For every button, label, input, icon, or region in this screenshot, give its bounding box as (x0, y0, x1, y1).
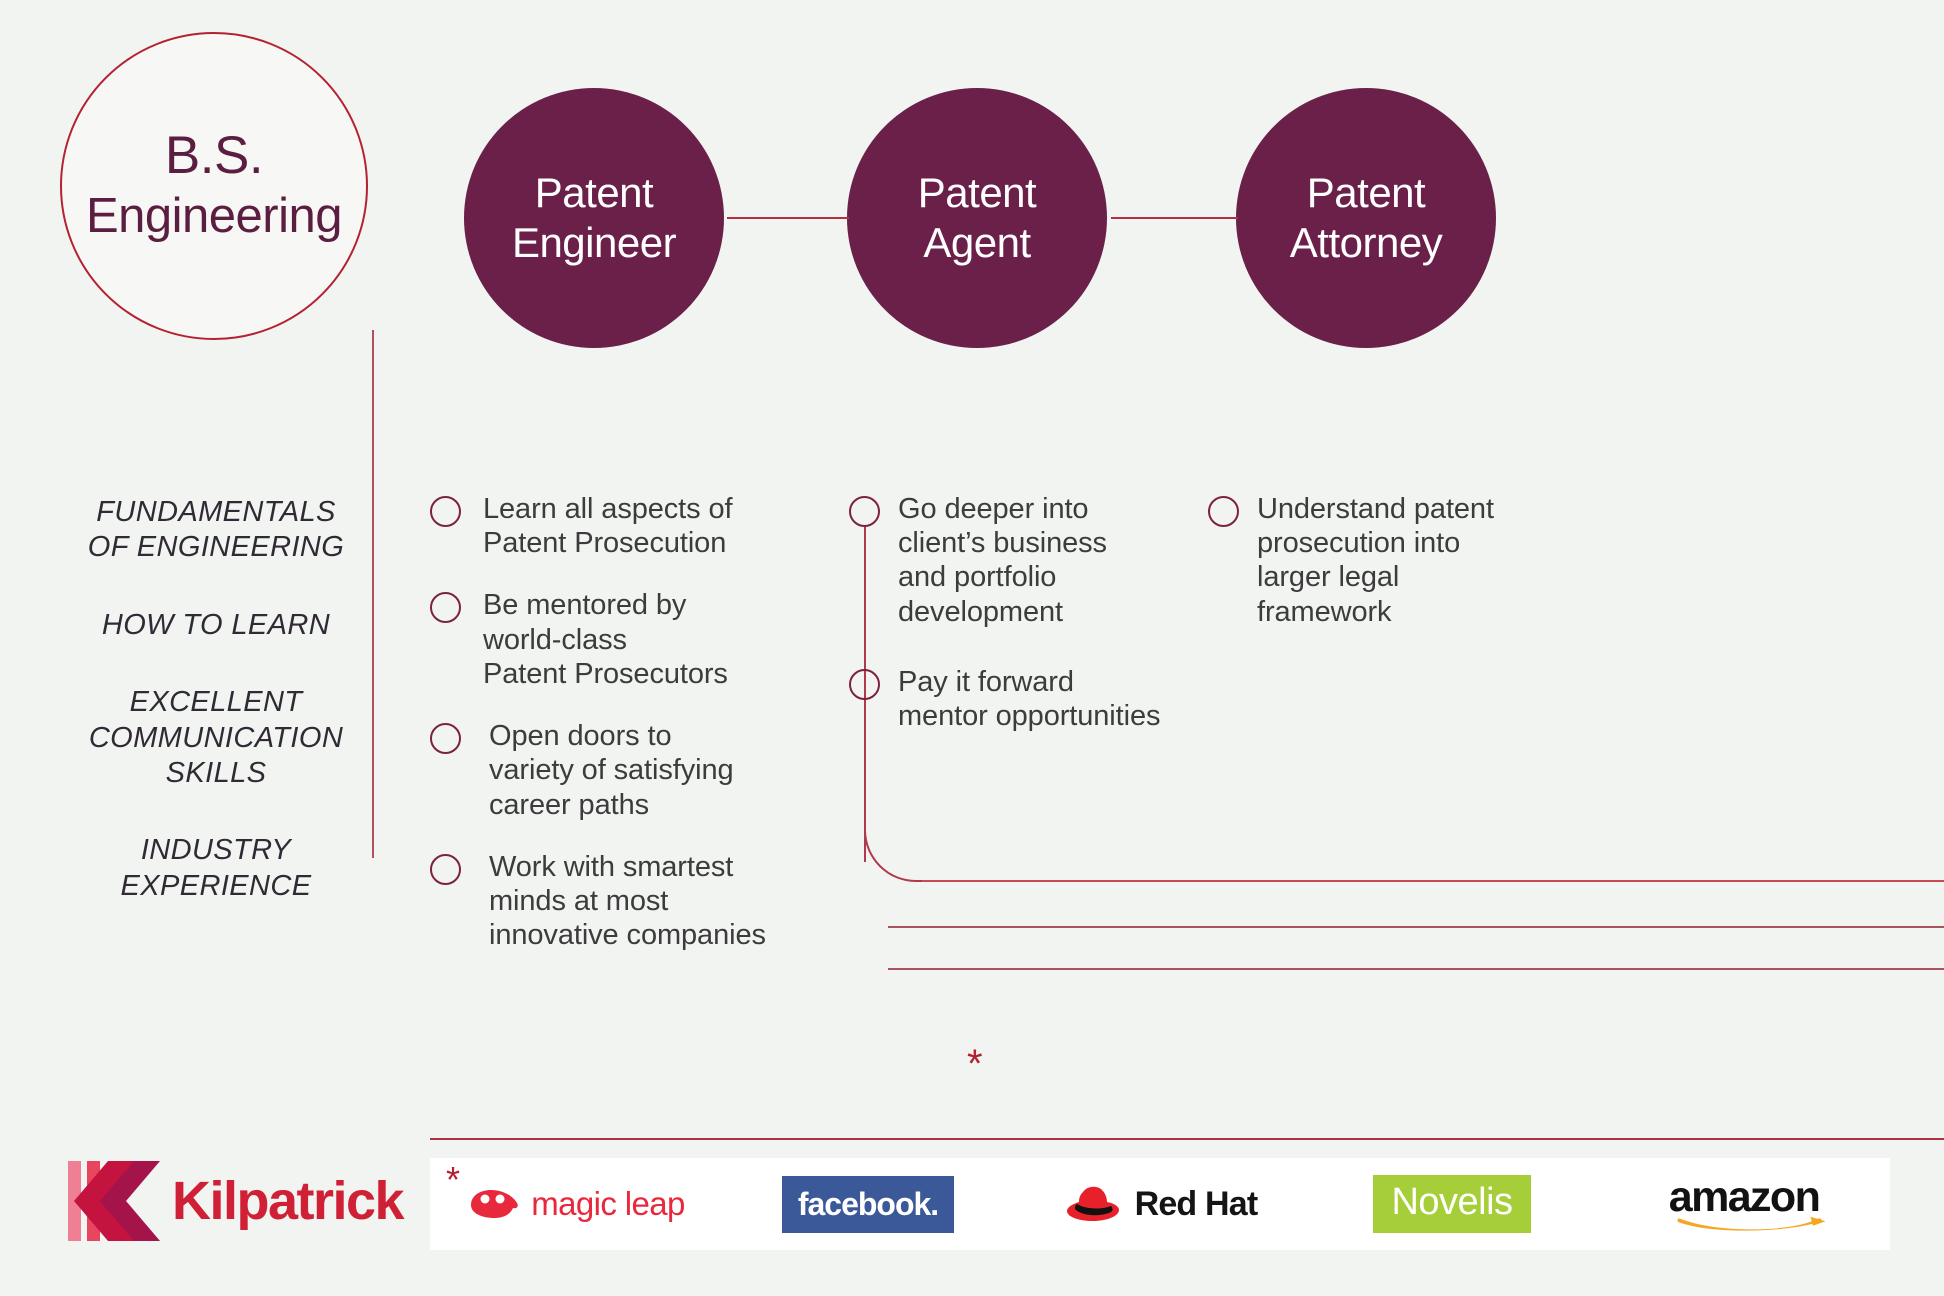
red-hat-wordmark: Red Hat (1134, 1184, 1259, 1223)
kilpatrick-k-mark-icon (68, 1161, 160, 1241)
connector-agent-to-attorney (1111, 217, 1238, 219)
flow-line-primary (922, 880, 1944, 882)
logo-amazon: amazon (1598, 1158, 1890, 1250)
degree-line-2: Engineering (85, 189, 343, 244)
connector-engineer-to-agent (727, 217, 849, 219)
bullet-text: Pay it forward mentor opportunities (898, 665, 1161, 733)
red-hat-fedora-icon (1066, 1186, 1119, 1221)
role-line-1: Patent (917, 169, 1037, 217)
list-item: Be mentored by world-class Patent Prosec… (430, 588, 825, 691)
list-item: Open doors to variety of satisfying care… (430, 719, 825, 822)
logo-facebook: facebook. (722, 1158, 1014, 1250)
facebook-wordmark: facebook. (781, 1175, 955, 1233)
role-line-2: Attorney (1289, 219, 1443, 266)
bullet-circle-icon (430, 723, 461, 755)
bullet-circle-icon (430, 853, 461, 885)
skill-item: HOW TO LEARN (101, 608, 331, 641)
bottom-divider (430, 1138, 1944, 1140)
bullet-circle-icon (849, 496, 880, 527)
left-column-divider (372, 330, 374, 858)
kilpatrick-logo: Kilpatrick (68, 1158, 405, 1244)
bullet-text: Be mentored by world-class Patent Prosec… (483, 589, 728, 690)
bullet-text: Open doors to variety of satisfying care… (489, 720, 734, 821)
footnote-asterisk: * (967, 1042, 983, 1086)
company-logo-strip: * magic leap facebook. Red Hat (430, 1158, 1890, 1250)
bullet-text: Understand patent prosecution into large… (1257, 493, 1494, 628)
bullet-column-agent: Go deeper into client’s business and por… (849, 492, 1179, 759)
agent-elbow-connector (864, 830, 924, 882)
list-item: Learn all aspects of Patent Prosecution (430, 492, 825, 560)
bullet-column-attorney: Understand patent prosecution into large… (1208, 492, 1538, 655)
flow-line-secondary (888, 926, 1944, 928)
list-item: Go deeper into client’s business and por… (849, 492, 1179, 629)
bullet-circle-icon (1208, 496, 1239, 527)
skill-item: INDUSTRY EXPERIENCE (120, 834, 312, 902)
skill-item: FUNDAMENTALS OF ENGINEERING (87, 496, 345, 564)
list-item: Understand patent prosecution into large… (1208, 492, 1538, 629)
bullet-circle-icon (430, 496, 461, 527)
list-item: Work with smartest minds at most innovat… (430, 850, 825, 953)
amazon-wordmark: amazon (1668, 1172, 1821, 1221)
bullet-column-engineer: Learn all aspects of Patent Prosecution … (430, 492, 825, 980)
novelis-wordmark: Novelis (1373, 1175, 1531, 1233)
list-item: Pay it forward mentor opportunities (849, 665, 1179, 733)
logo-red-hat: Red Hat (1014, 1158, 1306, 1250)
role-line-2: Engineer (511, 219, 677, 266)
logo-novelis: Novelis (1306, 1158, 1598, 1250)
role-line-1: Patent (534, 169, 654, 217)
skills-list: FUNDAMENTALS OF ENGINEERING HOW TO LEARN… (56, 495, 376, 946)
role-line-1: Patent (1306, 169, 1426, 217)
skill-item: EXCELLENT COMMUNICATION SKILLS (88, 686, 344, 789)
role-circle-patent-agent: Patent Agent (847, 88, 1107, 348)
magic-leap-wordmark: magic leap (531, 1185, 685, 1222)
bullet-text: Go deeper into client’s business and por… (898, 493, 1107, 628)
logo-magic-leap: magic leap (430, 1158, 722, 1250)
flow-line-tertiary (888, 968, 1944, 970)
role-circle-patent-engineer: Patent Engineer (464, 88, 724, 348)
bullet-text: Learn all aspects of Patent Prosecution (483, 493, 733, 560)
role-circle-patent-attorney: Patent Attorney (1236, 88, 1496, 348)
bullet-text: Work with smartest minds at most innovat… (489, 850, 766, 952)
degree-circle: B.S. Engineering (60, 32, 368, 340)
role-line-2: Agent (923, 219, 1031, 266)
amazon-smile-arrow-icon (1677, 1216, 1826, 1231)
magic-leap-icon (471, 1190, 518, 1218)
footnote-asterisk-strip: * (446, 1159, 461, 1200)
degree-line-1: B.S. (164, 125, 264, 185)
kilpatrick-wordmark: Kilpatrick (172, 1171, 405, 1231)
bullet-circle-icon (430, 592, 461, 624)
bullet-circle-icon (849, 668, 880, 700)
